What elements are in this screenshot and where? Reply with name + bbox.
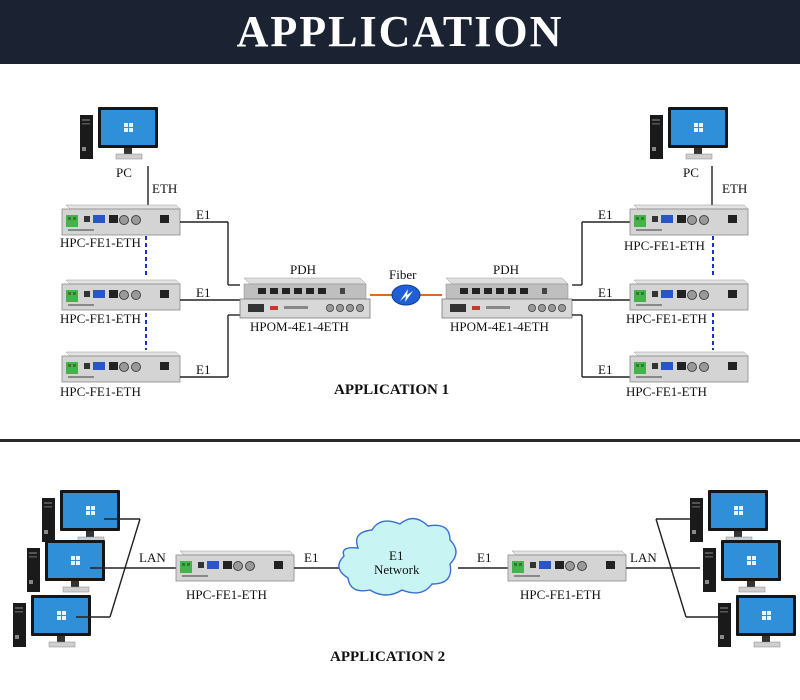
e1-label: E1 bbox=[598, 362, 612, 377]
computer-icon bbox=[41, 489, 121, 543]
pdh-label: PDH bbox=[290, 262, 316, 277]
converter-label: HPC-FE1-ETH bbox=[624, 238, 705, 253]
pc-label: PC bbox=[683, 165, 699, 180]
converter-device-icon bbox=[175, 550, 295, 582]
pc-computer-icon bbox=[79, 106, 159, 160]
converter-label: HPC-FE1-ETH bbox=[60, 384, 141, 399]
lan-link bbox=[109, 518, 141, 618]
e1-label: E1 bbox=[598, 207, 612, 222]
e1-label: E1 bbox=[598, 285, 612, 300]
converter-device-icon bbox=[629, 204, 749, 236]
pdh-device-icon bbox=[239, 277, 371, 319]
fiber-label: Fiber bbox=[389, 267, 417, 282]
computer-icon bbox=[689, 489, 769, 543]
converter-label: HPC-FE1-ETH bbox=[186, 587, 267, 602]
lan-label: LAN bbox=[139, 550, 166, 565]
computer-icon bbox=[702, 539, 782, 593]
section-divider bbox=[0, 439, 800, 442]
converter-device-icon bbox=[61, 351, 181, 383]
converter-device-icon bbox=[507, 550, 627, 582]
converter-device-icon bbox=[61, 204, 181, 236]
eth-label: ETH bbox=[152, 181, 177, 196]
converter-label: HPC-FE1-ETH bbox=[626, 311, 707, 326]
pdh-model-label: HPOM-4E1-4ETH bbox=[250, 319, 349, 334]
converter-label: HPC-FE1-ETH bbox=[626, 384, 707, 399]
e1-label: E1 bbox=[477, 550, 491, 565]
cloud-network-icon bbox=[338, 517, 457, 596]
cloud-label-line1: E1 bbox=[389, 548, 403, 563]
e1-label: E1 bbox=[196, 362, 210, 377]
converter-label: HPC-FE1-ETH bbox=[60, 235, 141, 250]
e1-label: E1 bbox=[304, 550, 318, 565]
computer-icon bbox=[12, 594, 92, 648]
pdh-device-icon bbox=[441, 277, 573, 319]
converter-device-icon bbox=[629, 351, 749, 383]
lan-link bbox=[655, 518, 687, 618]
pc-computer-icon bbox=[649, 106, 729, 160]
eth-label: ETH bbox=[722, 181, 747, 196]
converter-device-icon bbox=[61, 279, 181, 311]
cloud-label-line2: Network bbox=[374, 562, 420, 577]
app2-caption: APPLICATION 2 bbox=[330, 649, 445, 665]
converter-label: HPC-FE1-ETH bbox=[520, 587, 601, 602]
lan-label: LAN bbox=[630, 550, 657, 565]
converter-label: HPC-FE1-ETH bbox=[60, 311, 141, 326]
pc-label: PC bbox=[116, 165, 132, 180]
computer-icon bbox=[717, 594, 797, 648]
pdh-model-label: HPOM-4E1-4ETH bbox=[450, 319, 549, 334]
converter-device-icon bbox=[629, 279, 749, 311]
page-title: APPLICATION bbox=[236, 7, 564, 56]
header-banner: APPLICATION bbox=[0, 0, 800, 64]
pdh-label: PDH bbox=[493, 262, 519, 277]
e1-label: E1 bbox=[196, 207, 210, 222]
computer-icon bbox=[26, 539, 106, 593]
e1-label: E1 bbox=[196, 285, 210, 300]
app1-caption: APPLICATION 1 bbox=[334, 382, 449, 398]
